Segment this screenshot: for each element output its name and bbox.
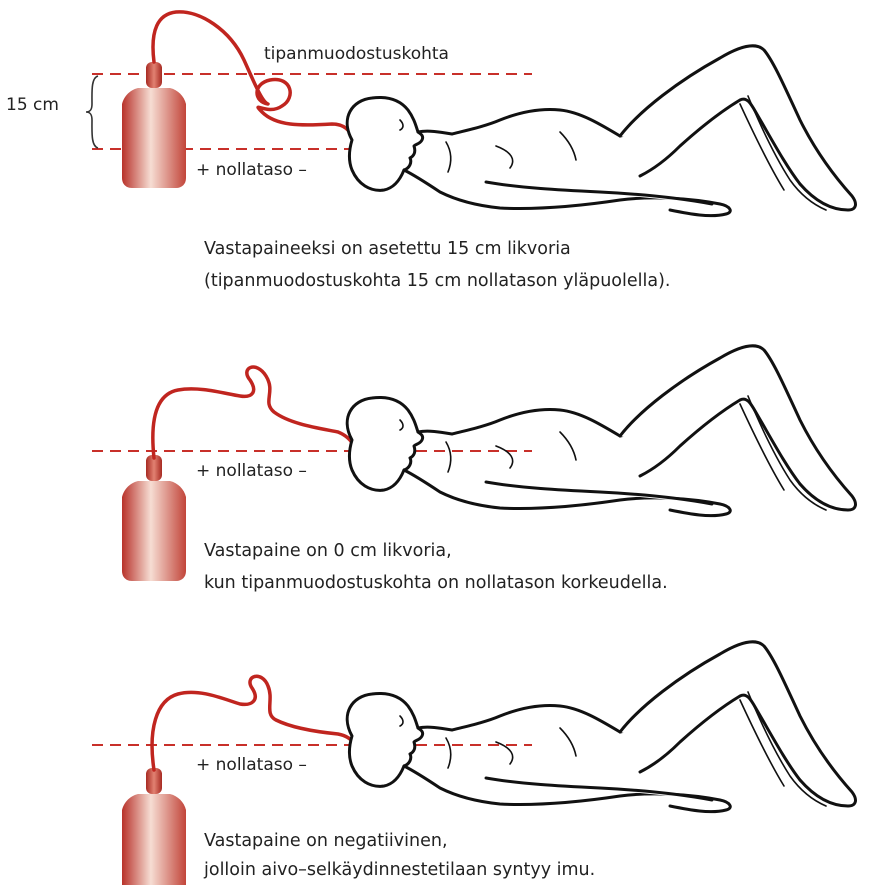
- height-brace: [86, 76, 98, 148]
- caption-line-1: Vastapaineeksi on asetettu 15 cm likvori…: [204, 236, 571, 262]
- drip-bottle: [122, 455, 186, 581]
- patient-figure: [347, 346, 855, 516]
- zero-level-label: + nollataso –: [196, 755, 307, 775]
- zero-level-label: + nollataso –: [196, 461, 307, 481]
- drain-tube: [153, 367, 354, 458]
- drip-point-label: tipanmuodostuskohta: [264, 44, 449, 64]
- drip-bottle: [122, 768, 186, 885]
- drip-bottle: [122, 62, 186, 188]
- patient-figure: [347, 46, 855, 216]
- zero-level-label: + nollataso –: [196, 160, 307, 180]
- caption-line-2: kun tipanmuodostuskohta on nollatason ko…: [204, 570, 668, 596]
- panel-1-illustration: [86, 12, 855, 216]
- caption-line-1: Vastapaine on negatiivinen,: [204, 828, 448, 854]
- caption-line-1: Vastapaine on 0 cm likvoria,: [204, 538, 452, 564]
- height-label: 15 cm: [6, 95, 59, 115]
- caption-line-2: jolloin aivo–selkäydinnestetilaan syntyy…: [204, 857, 595, 883]
- caption-line-2: (tipanmuodostuskohta 15 cm nollatason yl…: [204, 268, 670, 294]
- patient-figure: [347, 642, 855, 812]
